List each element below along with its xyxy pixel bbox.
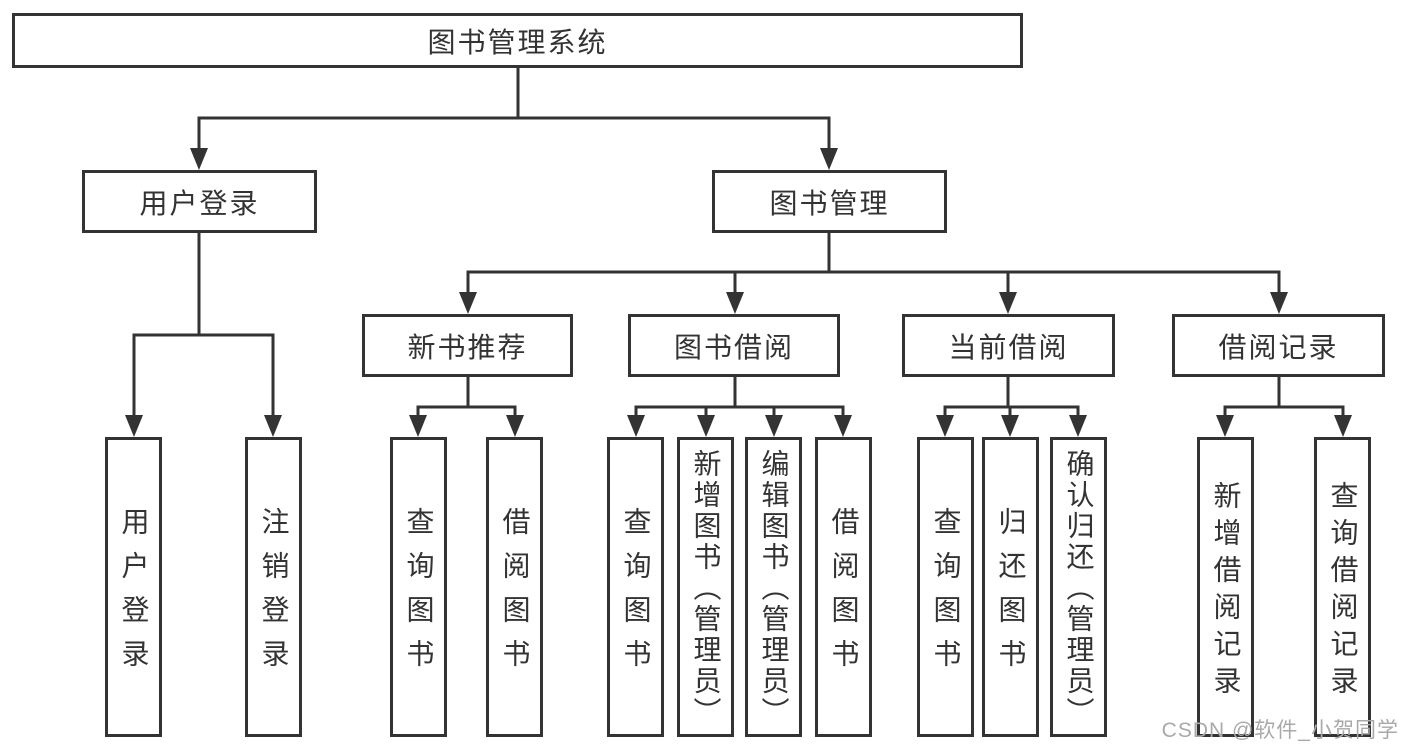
leaf-query-books-borrow: 查询图书	[607, 437, 664, 737]
leaf-query-books-recommend: 查询图书	[390, 437, 447, 737]
node-label: 当前借阅	[948, 331, 1069, 363]
node-current-borrow: 当前借阅	[902, 314, 1115, 377]
node-book-borrow: 图书借阅	[628, 314, 840, 377]
leaf-label: 查询借阅记录	[1327, 480, 1359, 703]
node-new-book-recommend: 新书推荐	[362, 314, 573, 377]
leaf-query-books-current: 查询图书	[917, 437, 974, 737]
leaf-label: 查询图书	[620, 507, 652, 683]
node-label: 图书管理	[769, 187, 890, 219]
leaf-confirm-return-admin: 确认归还（管理员）	[1050, 437, 1107, 737]
leaf-label: 查询图书	[930, 507, 962, 683]
arrowheads	[125, 148, 1352, 437]
node-system-root: 图书管理系统	[12, 13, 1023, 68]
leaf-add-books-admin: 新增图书（管理员）	[677, 437, 734, 737]
leaf-return-books: 归还图书	[982, 437, 1039, 737]
leaf-edit-books-admin: 编辑图书（管理员）	[745, 437, 802, 737]
leaf-borrow-books-recommend: 借阅图书	[486, 437, 543, 737]
leaf-logout: 注销登录	[245, 437, 302, 737]
node-user-login: 用户登录	[82, 170, 317, 233]
leaf-label: 新增图书（管理员）	[690, 449, 722, 728]
leaf-label: 借阅图书	[499, 507, 531, 683]
node-label: 用户登录	[139, 187, 260, 219]
leaf-label: 新增借阅记录	[1210, 480, 1242, 703]
leaf-label: 确认归还（管理员）	[1063, 449, 1095, 728]
node-label: 借阅记录	[1218, 331, 1339, 363]
leaf-label: 用户登录	[118, 507, 150, 683]
watermark: CSDN @软件_小贺同学	[1161, 719, 1399, 742]
node-label: 图书借阅	[673, 331, 794, 363]
leaf-borrow-books: 借阅图书	[815, 437, 872, 737]
leaf-label: 查询图书	[403, 507, 435, 683]
node-borrow-records: 借阅记录	[1172, 314, 1385, 377]
leaf-label: 注销登录	[258, 507, 290, 683]
leaf-user-login: 用户登录	[105, 437, 162, 737]
node-label: 图书管理系统	[427, 26, 608, 58]
node-book-management: 图书管理	[712, 170, 947, 233]
leaf-query-borrow-record: 查询借阅记录	[1314, 437, 1371, 737]
leaf-label: 归还图书	[995, 507, 1027, 683]
leaf-label: 借阅图书	[828, 507, 860, 683]
node-label: 新书推荐	[407, 331, 528, 363]
leaf-add-borrow-record: 新增借阅记录	[1197, 437, 1254, 737]
leaf-label: 编辑图书（管理员）	[758, 449, 790, 728]
